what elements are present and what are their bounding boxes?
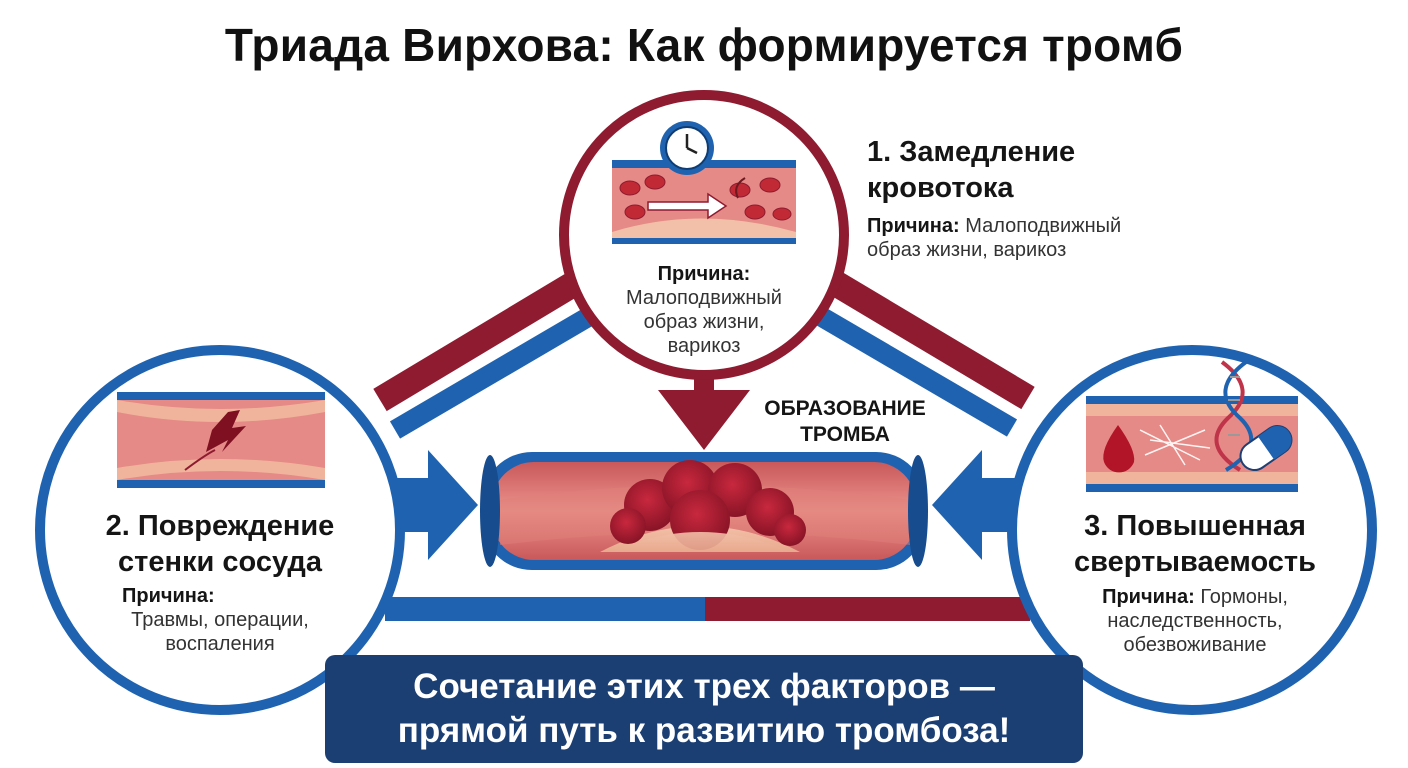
banner-line1: Сочетание этих трех факторов — — [413, 667, 995, 706]
bottom-red-connector — [705, 597, 1030, 621]
factor3-cause-line1: Гормоны, — [1200, 586, 1288, 608]
clot-formation-line1: ОБРАЗОВАНИЕ — [764, 397, 926, 420]
factor2-cause-line1: Травмы, операции, — [131, 609, 309, 631]
factor1-circle-cause-line1: Малоподвижный — [626, 287, 782, 309]
clock-icon — [660, 121, 714, 175]
page-title: Триада Вирхова: Как формируется тромб — [224, 19, 1184, 71]
factor1-circle — [559, 90, 849, 380]
factor1-circle-cause: Причина: Малоподвижный образ жизни, вари… — [594, 262, 814, 358]
arrows — [390, 348, 1020, 560]
right-arrow — [390, 450, 478, 560]
factor1-heading-line2: кровотока — [867, 172, 1014, 204]
factor1-circle-cause-label: Причина: — [657, 263, 751, 285]
factor2-cause-label: Причина: — [122, 585, 215, 607]
factor1-circle-cause-line2: образ жизни, — [643, 311, 765, 333]
bottom-blue-connector — [385, 597, 705, 621]
factor2-cause: Травмы, операции, воспаления — [95, 608, 345, 656]
factor2-heading: 2. Повреждение стенки сосуда — [70, 508, 370, 580]
right-blue-connector — [804, 301, 1018, 437]
banner-line2: прямой путь к развитию тромбоза! — [397, 711, 1011, 750]
factor3-heading-line2: свертываемость — [1074, 546, 1316, 578]
factor2-circle — [35, 345, 405, 715]
factor3-cause-line2: наследственность, — [1107, 610, 1283, 632]
factor1-heading: 1. Замедление кровотока — [867, 134, 1075, 206]
factor3-heading: 3. Повышенная свертываемость — [1040, 508, 1350, 580]
conclusion-banner: Сочетание этих трех факторов — прямой пу… — [325, 655, 1083, 763]
pill-icon — [1239, 424, 1293, 472]
left-arrow — [932, 450, 1020, 560]
factor2-cause-label-wrap: Причина: — [122, 584, 215, 608]
down-arrow — [658, 348, 750, 450]
factor1-cause-line2: образ жизни, варикоз — [867, 239, 1067, 261]
blood-clot — [610, 460, 806, 550]
tear-icon — [206, 410, 246, 452]
factor1-cause-line1: Малоподвижный — [965, 215, 1122, 237]
factor3-cause: Причина: Гормоны, наследственность, обез… — [1060, 585, 1330, 657]
central-vessel — [480, 452, 928, 570]
factor2-heading-line2: стенки сосуда — [118, 546, 322, 578]
factor1-cause: Причина: Малоподвижный образ жизни, вари… — [867, 214, 1121, 262]
factor3-cause-line3: обезвоживание — [1123, 634, 1267, 656]
factor1-cause-label: Причина: — [867, 215, 960, 237]
factor3-circle — [1007, 345, 1377, 715]
clot-formation-line2: ТРОМБА — [800, 423, 890, 446]
factor2-heading-line1: 2. Повреждение — [105, 510, 335, 542]
blood-drop-icon — [1103, 425, 1135, 473]
factor3-cause-label: Причина: — [1102, 586, 1195, 608]
left-blue-connector — [389, 301, 606, 439]
fibrin-mesh — [1139, 424, 1211, 466]
factor2-cause-line2: воспаления — [165, 633, 275, 655]
factor1-circle-cause-line3: варикоз — [667, 335, 741, 357]
factor1-heading-line1: 1. Замедление — [867, 136, 1076, 168]
coagulation-illustration — [1086, 396, 1298, 492]
factor3-heading-line1: 3. Повышенная — [1084, 510, 1306, 542]
clot-formation-label: ОБРАЗОВАНИЕ ТРОМБА — [745, 396, 945, 448]
damaged-wall-illustration — [117, 392, 325, 488]
slow-flow-vessel-illustration — [612, 160, 796, 244]
